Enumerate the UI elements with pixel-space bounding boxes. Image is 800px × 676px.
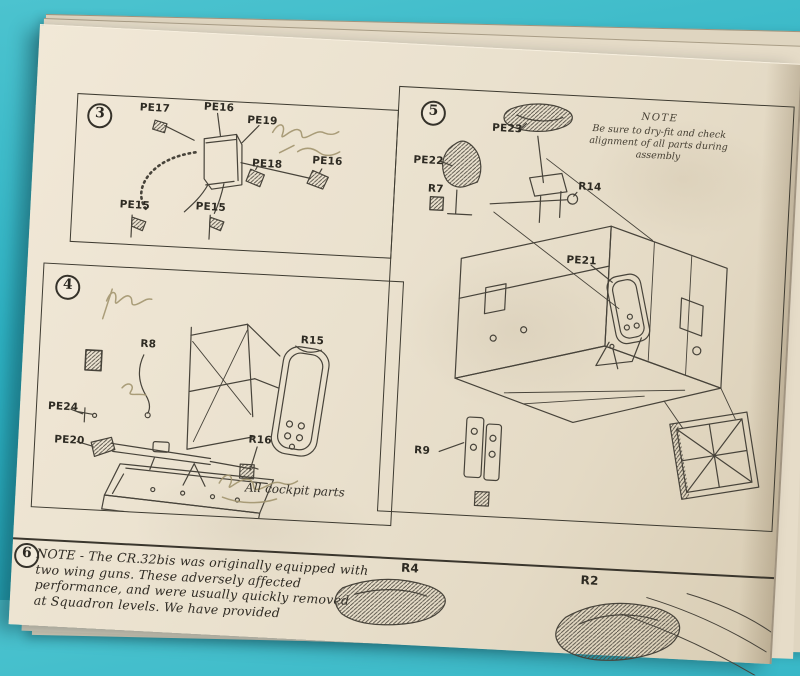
part-label-pe20: PE20	[53, 433, 85, 447]
part-label-pe16-top: PE16	[203, 100, 235, 115]
seat-part-pe21-drawing	[606, 273, 651, 345]
handwritten-scribble	[271, 124, 341, 157]
part-label-r14: R14	[577, 180, 602, 194]
part-label-r7: R7	[427, 182, 445, 196]
part-label-pe21: PE21	[566, 253, 597, 268]
part-label-pe18: PE18	[251, 157, 283, 171]
part-label-pe24: PE24	[47, 399, 79, 414]
step-3-panel: 3 PE17 PE16 PE19 PE18 PE16 PE15 PE15	[69, 93, 399, 259]
seat-part-r15-drawing	[270, 345, 330, 457]
part-label-pe23: PE23	[491, 121, 523, 136]
part-label-r9: R9	[413, 444, 431, 457]
step-4-diagram	[70, 288, 330, 526]
step-5-panel: 5 NOTE Be sure to dry-fit and check alig…	[376, 85, 795, 533]
cockpit-tub-assembly-drawing	[429, 103, 760, 507]
part-label-r16: R16	[248, 433, 273, 447]
truss-panel-drawing	[669, 411, 760, 500]
part-label-pe17: PE17	[139, 101, 171, 115]
part-label-r8: R8	[140, 337, 157, 351]
part-label-pe16-right: PE16	[311, 154, 343, 169]
instruction-page: 3 PE17 PE16 PE19 PE18 PE16 PE15 PE15	[8, 24, 800, 676]
step-4-panel: 4 R8 R15 PE24 PE20 R16 All cockpit parts	[30, 262, 405, 527]
part-label-pe19: PE19	[246, 113, 278, 128]
wing-gun-fairing-drawings	[334, 578, 772, 676]
part-label-r15: R15	[300, 334, 325, 348]
step-5-diagram	[429, 103, 760, 507]
part-label-pe15-left: PE15	[119, 198, 151, 212]
part-label-pe15-mid: PE15	[195, 200, 227, 214]
part-label-pe22: PE22	[413, 153, 444, 168]
gun-mount-assembly-drawing	[130, 112, 329, 240]
step-3-diagram	[130, 112, 341, 240]
cockpit-floor-assembly-drawing	[70, 323, 330, 526]
handwritten-scribble	[101, 288, 299, 504]
dry-fit-note: NOTE Be sure to dry-fit and check alignm…	[565, 108, 753, 168]
